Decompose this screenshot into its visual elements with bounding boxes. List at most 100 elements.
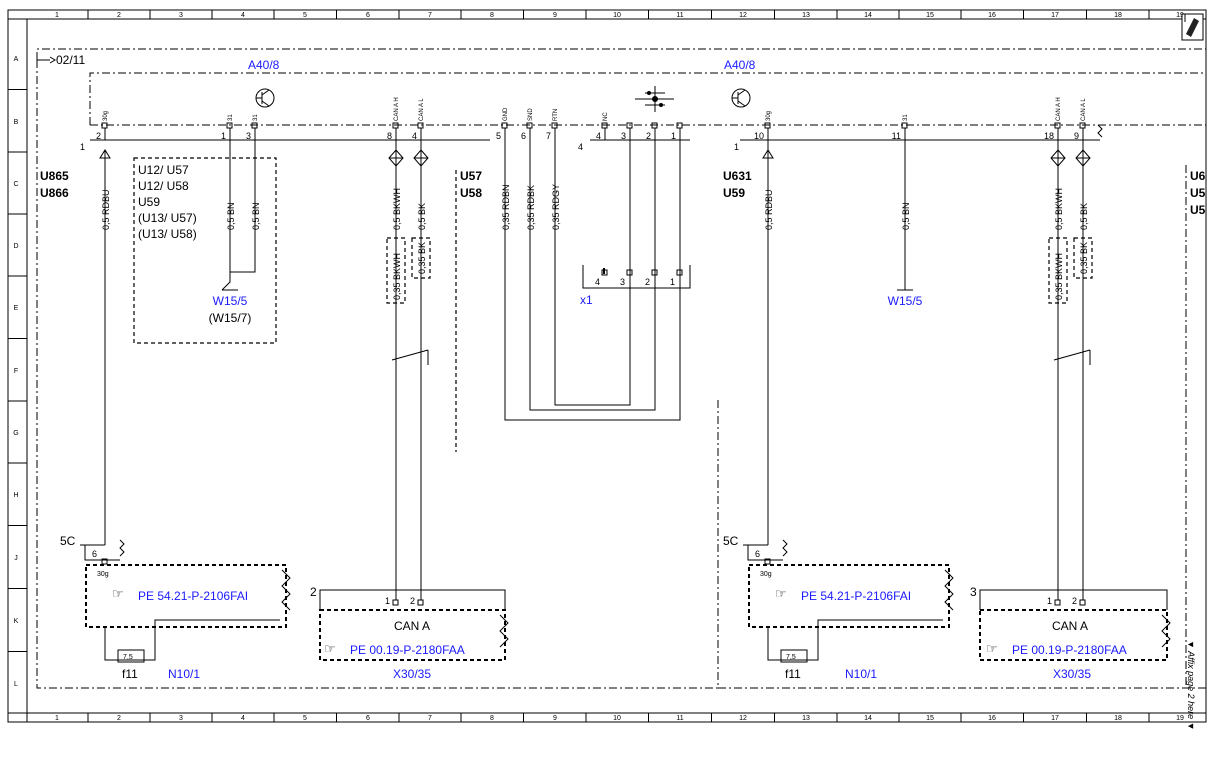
column-number: 10: [613, 715, 621, 722]
cut-mark: [1097, 124, 1103, 138]
transistor-icon: [731, 88, 751, 108]
pe-icon: ☞: [775, 586, 787, 601]
pin-name: SND: [528, 108, 534, 121]
row-letter: H: [13, 492, 18, 499]
pin-number: 9: [1074, 131, 1079, 141]
column-number: 12: [739, 715, 747, 722]
column-number: 4: [241, 12, 245, 19]
right-can-module: 3 1 2 CAN A ☞ PE 00.19-P-2180FAA X30/35: [970, 585, 1171, 681]
outer-boundary: [36, 48, 1206, 60]
column-number: 5: [303, 12, 307, 19]
row-letter: C: [13, 181, 18, 188]
column-number: 18: [1114, 12, 1122, 19]
wire-canh-label: 0,5 BKWH: [1054, 188, 1064, 230]
pin-name: CAN A H: [394, 97, 400, 121]
left-can-module: 2 1 2 CAN A ☞ PE 00.19-P-2180FAA X30/35: [310, 585, 509, 681]
can-pin2: 2: [1072, 596, 1077, 606]
column-number: 1: [55, 12, 59, 19]
column-number: 11: [676, 715, 683, 722]
antenna-pin-group-label: 4: [578, 142, 583, 152]
pin-name: GND: [503, 107, 509, 121]
wire-snd-label: 0,35 RDBK: [526, 185, 536, 230]
pin-number: 6: [521, 131, 526, 141]
column-number: 6: [366, 12, 370, 19]
pin-number: 3: [621, 131, 626, 141]
row-letter: L: [14, 681, 18, 688]
can-module-box: [979, 609, 1168, 661]
twist-mark: [391, 349, 429, 365]
wire-31a-label: 0,5 BN: [226, 202, 236, 230]
twisted-label: 0,35 BKWH: [392, 253, 402, 300]
pin-number: 4: [596, 131, 601, 141]
column-number: 8: [490, 715, 494, 722]
column-number: 15: [926, 12, 934, 19]
pin-number: 2: [646, 131, 651, 141]
twisted-label: 0,35 BK: [1079, 242, 1089, 274]
can-module-name: X30/35: [393, 667, 431, 681]
column-number: 17: [1051, 12, 1059, 19]
fuse-pin-name: 30g: [760, 571, 772, 578]
fuse-value: 7,5: [123, 654, 133, 661]
drawing-frame: [7, 9, 1207, 723]
can-module-name: X30/35: [1053, 667, 1091, 681]
column-number: 13: [802, 715, 810, 722]
can-pin1: 1: [385, 596, 390, 606]
twisted-label: 0,35 BK: [417, 242, 427, 274]
fuse-module-ref[interactable]: PE 54.21-P-2106FAI: [138, 589, 248, 603]
right-fuse-module: 5C 6 30g ☞ PE 54.21-P-2106FAI 7,5 f11 N1…: [723, 534, 954, 681]
pe-icon: ☞: [112, 586, 124, 601]
plug-pin-number: 4: [595, 277, 600, 287]
column-number: 6: [366, 715, 370, 722]
column-number: 8: [490, 12, 494, 19]
column-number: 9: [553, 12, 557, 19]
wire-31-label: 0,5 BN: [901, 202, 911, 230]
column-number: 19: [1176, 715, 1184, 722]
can-module-ref[interactable]: PE 00.19-P-2180FAA: [350, 643, 465, 657]
fuse-value: 7,5: [786, 654, 796, 661]
column-number: 10: [613, 12, 621, 19]
wire-rtn-label: 0,35 RDGY: [551, 184, 561, 230]
plug-x1: x1: [580, 265, 691, 307]
transistor-icon: [255, 88, 275, 108]
column-number: 16: [988, 12, 996, 19]
pin-name: CAN A L: [419, 98, 425, 121]
column-number: 13: [802, 12, 810, 19]
twisted-label: 0,35 BKWH: [1054, 253, 1064, 300]
row-letter: E: [14, 305, 19, 312]
plug-pin-number: 3: [620, 277, 625, 287]
fuse-name: f11: [785, 667, 801, 681]
can-pin1: 1: [1047, 596, 1052, 606]
sheet-ref-text: 02/11: [56, 53, 85, 67]
column-number: 14: [864, 715, 872, 722]
can-module-ref[interactable]: PE 00.19-P-2180FAA: [1012, 643, 1127, 657]
fuse-module-ref[interactable]: PE 54.21-P-2106FAI: [801, 589, 911, 603]
wire-30g-label: 0,5 RDBU: [101, 189, 111, 230]
twisted-pair-box: [1073, 237, 1093, 279]
fuse-module-box: [85, 564, 287, 628]
pin-name: 31: [253, 114, 259, 121]
column-number: 11: [676, 12, 683, 19]
column-number: 5: [303, 715, 307, 722]
fuse-connector-label: 5C: [60, 534, 76, 548]
column-number: 12: [739, 12, 747, 19]
pe-icon: ☞: [986, 641, 998, 656]
pin-name: CAN A H: [1056, 97, 1062, 121]
pin-number: 11: [892, 131, 901, 141]
connector-diamond-icon: [1050, 149, 1091, 167]
twisted-pair-box: [386, 237, 406, 304]
pencil-icon[interactable]: [1181, 13, 1204, 41]
can-module-box: [319, 609, 506, 661]
column-number: 16: [988, 715, 996, 722]
fuse-pin-number: 6: [755, 549, 760, 559]
wire-canh-label: 0,5 BKWH: [392, 188, 402, 230]
column-number: 19: [1176, 12, 1184, 19]
fuse-module-name: N10/1: [845, 667, 877, 681]
can-connector-label: 2: [310, 585, 317, 599]
